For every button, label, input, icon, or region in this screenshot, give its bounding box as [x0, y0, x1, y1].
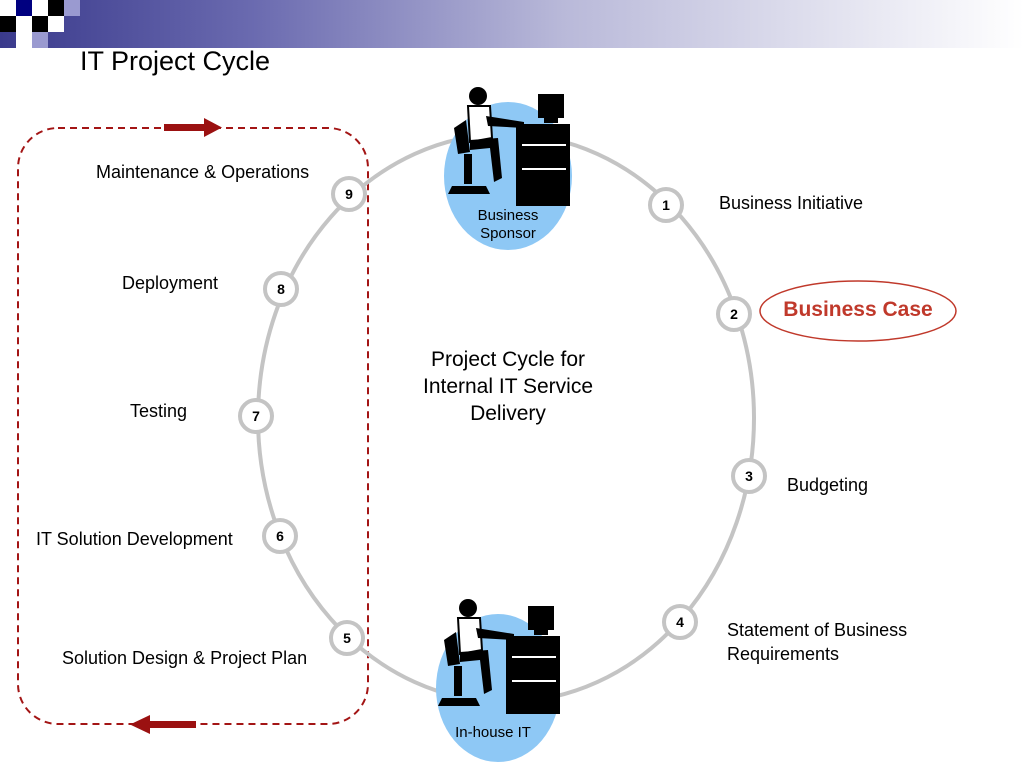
worker-at-computer-icon [448, 87, 570, 206]
step-node-5 [329, 620, 365, 656]
step-label-3: Budgeting [787, 475, 869, 495]
step-label-1: Business Initiative [719, 193, 864, 213]
step-label-4-line2: Requirements [727, 644, 840, 664]
step-number-5: 5 [343, 630, 351, 646]
step-label-4-line1: Statement of Business [727, 620, 908, 640]
step-number-7: 7 [252, 408, 260, 424]
step-node-1 [648, 187, 684, 223]
dashed-group-box [17, 127, 369, 725]
step-node-3 [731, 458, 767, 494]
business-sponsor-label-line2: Sponsor [480, 225, 536, 242]
title-band [0, 0, 1024, 48]
decor-square [32, 16, 48, 32]
decor-square [32, 32, 48, 48]
step-label-2: Business Case [783, 298, 933, 321]
step-number-9: 9 [345, 186, 353, 202]
step-node-4 [662, 604, 698, 640]
decor-square [16, 32, 32, 48]
center-label: Project Cycle for Internal IT Service De… [422, 348, 594, 425]
decor-square [16, 16, 32, 32]
step-node-9 [331, 176, 367, 212]
slide-title: IT Project Cycle [80, 46, 271, 76]
step-number-3: 3 [745, 468, 753, 484]
decor-square [32, 0, 48, 16]
decor-square [0, 0, 16, 16]
step-label-6: IT Solution Development [36, 529, 233, 549]
in-house-it-label: In-house IT [455, 724, 531, 741]
step-label-8: Deployment [122, 273, 219, 293]
step-label-9: Maintenance & Operations [96, 162, 310, 182]
step-number-6: 6 [276, 528, 284, 544]
step-node-6 [262, 518, 298, 554]
decor-square [48, 0, 64, 16]
step-number-4: 4 [676, 614, 684, 630]
step-node-circles [238, 176, 767, 656]
decor-square [16, 0, 32, 16]
step-label-5: Solution Design & Project Plan [62, 648, 308, 668]
step-number-2: 2 [730, 306, 738, 322]
decor-square [48, 16, 64, 32]
business-case-highlight [759, 280, 957, 342]
business-sponsor-label-line1: Business [477, 207, 539, 224]
step-number-1: 1 [662, 197, 670, 213]
step-node-2 [716, 296, 752, 332]
decor-square [64, 0, 80, 16]
arrow-right-icon [164, 118, 222, 137]
decor-square [0, 16, 16, 32]
step-label-7: Testing [130, 401, 188, 421]
step-node-7 [238, 398, 274, 434]
step-node-8 [263, 271, 299, 307]
worker-at-computer-icon [438, 599, 560, 714]
step-number-8: 8 [277, 281, 285, 297]
arrow-left-icon [130, 715, 196, 734]
